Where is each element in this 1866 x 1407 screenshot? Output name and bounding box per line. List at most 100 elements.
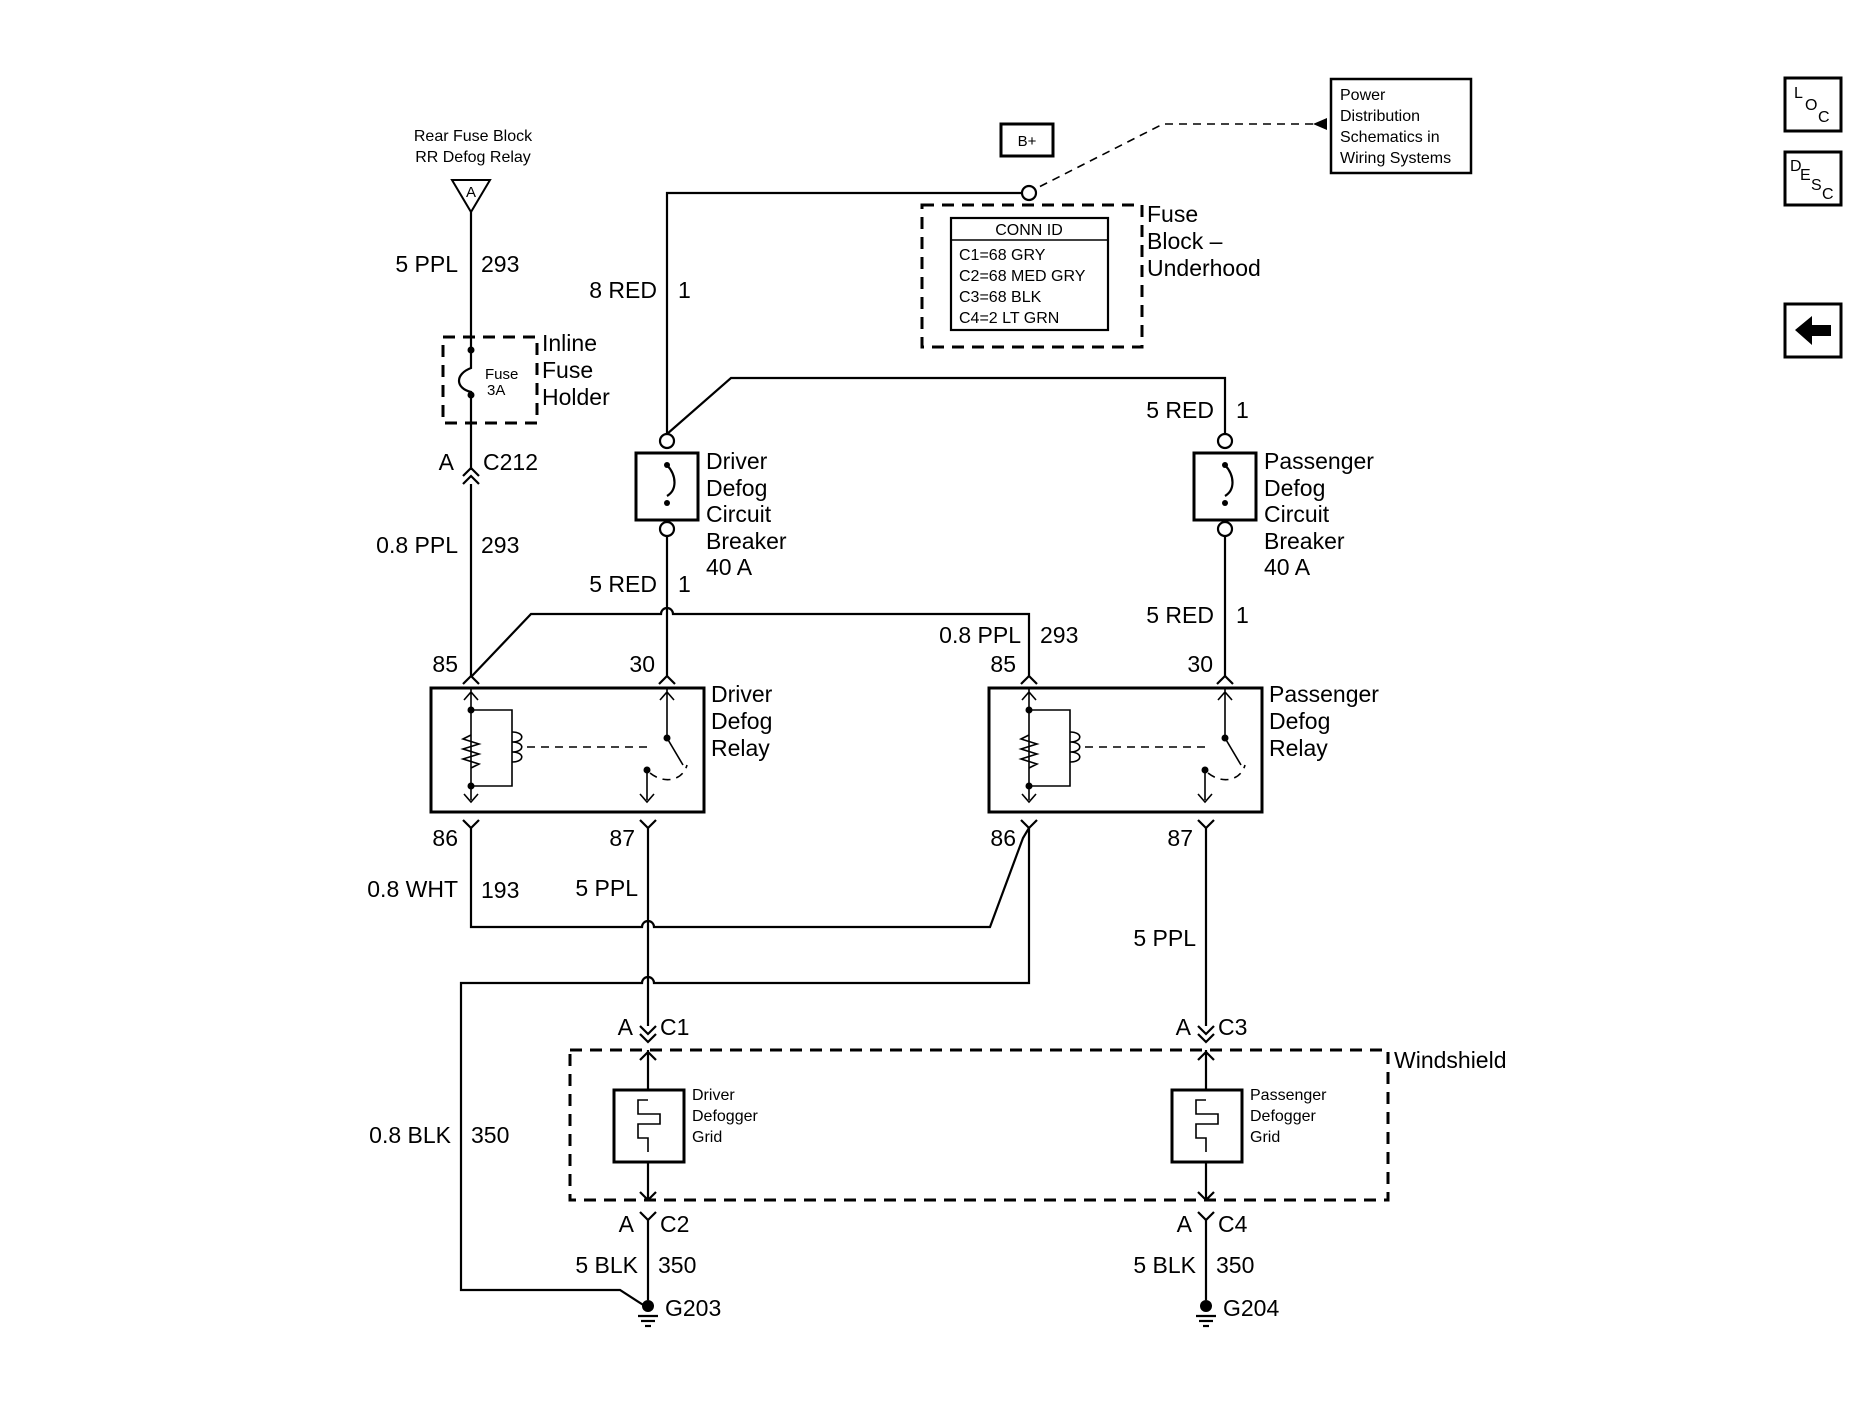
- drv-relay-line2: Defog: [711, 708, 772, 734]
- pass-relay-pin86: 86: [990, 825, 1016, 851]
- pass-relay-resistor: [1018, 734, 1040, 769]
- desc-letter-d: D: [1790, 158, 1802, 175]
- c2-pin: A: [619, 1211, 635, 1237]
- c1-label: C1: [660, 1014, 689, 1040]
- wire-350-color: 0.8 BLK: [369, 1122, 451, 1148]
- conn-id-c4: C4=2 LT GRN: [959, 310, 1059, 327]
- loc-button[interactable]: L O C: [1783, 76, 1843, 133]
- drv-relay-line3: Relay: [711, 735, 770, 761]
- pass-relay-line3: Relay: [1269, 735, 1328, 761]
- wire-293-lower-circuit: 293: [481, 532, 519, 558]
- drv-grid-line3: Grid: [692, 1129, 722, 1146]
- connector-c212: A C212: [439, 410, 538, 485]
- wire-8red-color: 8 RED: [589, 277, 657, 303]
- loc-letter-c: C: [1818, 109, 1830, 126]
- g203-wire-color: 5 BLK: [575, 1252, 638, 1278]
- c3-pin: A: [1176, 1014, 1192, 1040]
- ref-line2: Distribution: [1340, 108, 1420, 125]
- desc-button[interactable]: D E S C: [1783, 150, 1843, 207]
- fuse-rating: 3A: [487, 382, 505, 399]
- windshield: Windshield: [568, 1047, 1507, 1202]
- power-reference-leader: [1036, 123, 1313, 189]
- pass-breaker-line5: 40 A: [1264, 554, 1311, 580]
- c4-pin: A: [1177, 1211, 1193, 1237]
- wire-pass-breaker-to-relay: 5 RED 1: [1146, 536, 1249, 676]
- g204-wire-color: 5 BLK: [1133, 1252, 1196, 1278]
- pass-relay-pin30: 30: [1187, 651, 1213, 677]
- wire-293-color: 5 PPL: [395, 251, 458, 277]
- wire-drv-relay-circuit: 1: [678, 571, 691, 597]
- wire-8red-circuit: 1: [678, 277, 691, 303]
- inline-fuse-holder: Fuse 3A Inline Fuse Holder: [441, 330, 610, 425]
- wire-350-circuit: 350: [471, 1122, 509, 1148]
- wire-193: 0.8 WHT 193: [367, 827, 1030, 929]
- pass-relay-coil: [1069, 731, 1081, 763]
- c212-label: C212: [483, 449, 538, 475]
- driver-breaker-line5: 40 A: [706, 554, 753, 580]
- driver-circuit-breaker: Driver Defog Circuit Breaker 40 A: [634, 432, 787, 580]
- desc-letter-e: E: [1800, 167, 1811, 184]
- fuse-block-name-line2: Block –: [1147, 228, 1223, 254]
- wire-g204: 5 BLK 350: [1133, 1220, 1254, 1300]
- power-distribution-reference[interactable]: Power Distribution Schematics in Wiring …: [1313, 77, 1473, 175]
- wire-293-jumper: 0.8 PPL 293: [470, 606, 1078, 678]
- connector-c4: A C4: [1177, 1211, 1248, 1237]
- pass-breaker-line4: Breaker: [1264, 528, 1345, 554]
- pass-relay-pin85: 85: [990, 651, 1016, 677]
- fuse-block-underhood: CONN ID C1=68 GRY C2=68 MED GRY C3=68 BL…: [920, 201, 1261, 349]
- wire-193-color: 0.8 WHT: [367, 876, 458, 902]
- pass-breaker-line2: Defog: [1264, 475, 1325, 501]
- rear-fuse-block-source: Rear Fuse Block RR Defog Relay A: [414, 128, 533, 214]
- drv-relay-pin86: 86: [432, 825, 458, 851]
- wire-pass-relay-color: 5 RED: [1146, 602, 1214, 628]
- ref-line4: Wiring Systems: [1340, 150, 1451, 167]
- pass-grid-line1: Passenger: [1250, 1087, 1327, 1104]
- driver-breaker-line1: Driver: [706, 448, 768, 474]
- loc-letter-o: O: [1805, 97, 1817, 114]
- wire-293-jumper-circuit: 293: [1040, 622, 1078, 648]
- source-label-line2: RR Defog Relay: [415, 149, 531, 166]
- wire-293-jumper-color: 0.8 PPL: [939, 622, 1021, 648]
- pass-breaker-line3: Circuit: [1264, 501, 1330, 527]
- driver-breaker-line2: Defog: [706, 475, 767, 501]
- c212-pin: A: [439, 449, 455, 475]
- conn-id-c2: C2=68 MED GRY: [959, 268, 1086, 285]
- wire-193-circuit: 193: [481, 877, 519, 903]
- drv-relay-resistor: [460, 734, 482, 769]
- inline-fuse-name-line3: Holder: [542, 384, 610, 410]
- wire-5red-passenger-feed: 5 RED 1: [666, 376, 1249, 435]
- wire-pass-relay-circuit: 1: [1236, 602, 1249, 628]
- driver-defog-relay: 85 30 Driver Defog Relay 86 87: [429, 651, 773, 851]
- c1-pin: A: [618, 1014, 634, 1040]
- wire-8red: 8 RED 1: [589, 184, 1038, 434]
- fuse-block-name-line1: Fuse: [1147, 201, 1198, 227]
- connector-c3: A C3: [1176, 1014, 1247, 1044]
- passenger-circuit-breaker: Passenger Defog Circuit Breaker 40 A: [1192, 432, 1374, 580]
- wire-driver-breaker-to-relay: 5 RED 1: [589, 536, 691, 676]
- drv-relay-pin30: 30: [629, 651, 655, 677]
- ref-arrow: [1313, 118, 1327, 130]
- wire-passenger-5ppl: 5 PPL: [1133, 828, 1208, 1026]
- wire-293-lower: 0.8 PPL 293: [376, 484, 519, 677]
- battery-positive: B+: [999, 122, 1055, 158]
- c2-label: C2: [660, 1211, 689, 1237]
- pass-grid-line2: Defogger: [1250, 1108, 1316, 1125]
- pass-relay-pin87: 87: [1167, 825, 1193, 851]
- wire-293-circuit: 293: [481, 251, 519, 277]
- back-button[interactable]: [1783, 302, 1843, 359]
- source-terminal-label: A: [466, 184, 476, 201]
- wire-pass-feed-color: 5 RED: [1146, 397, 1214, 423]
- ground-g203: G203: [638, 1295, 721, 1328]
- drv-relay-coil: [511, 731, 523, 763]
- source-terminal-triangle: [450, 179, 492, 214]
- ref-line1: Power: [1340, 87, 1386, 104]
- driver-defogger-grid: Driver Defogger Grid: [612, 1050, 758, 1202]
- ground-g204: G204: [1196, 1295, 1279, 1328]
- pass-relay-line1: Passenger: [1269, 681, 1379, 707]
- wire-driver-5ppl: 5 PPL: [575, 828, 650, 1026]
- inline-fuse-name-line2: Fuse: [542, 357, 593, 383]
- conn-id-c1: C1=68 GRY: [959, 247, 1046, 264]
- wire-350-ground: 0.8 BLK 350: [369, 828, 1031, 1309]
- drv-relay-pin85: 85: [432, 651, 458, 677]
